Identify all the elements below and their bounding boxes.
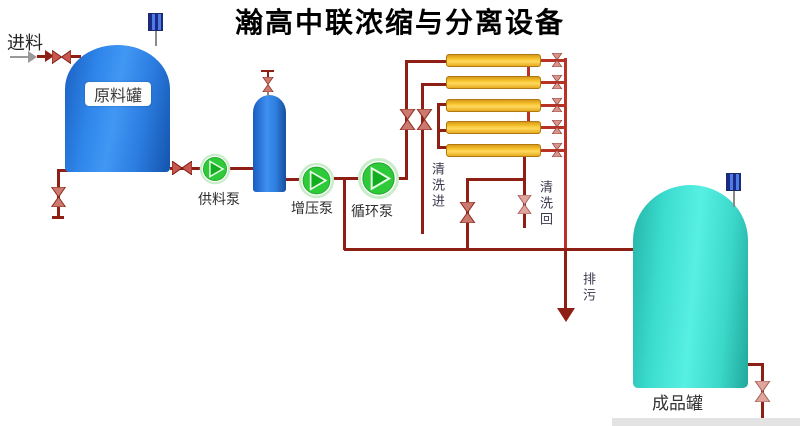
vessel-vent-valve-icon [262, 76, 274, 93]
membrane-module [446, 144, 541, 157]
pipe-segment [52, 216, 64, 219]
buffer-vessel [253, 95, 286, 192]
pipe-segment [397, 177, 408, 180]
permeate-valve-icon [551, 97, 563, 113]
drain-label: 排污 [580, 272, 595, 304]
pipe-segment [527, 60, 530, 86]
pipe-segment [333, 177, 359, 180]
pipe-segment [405, 60, 447, 63]
pipe-segment [541, 59, 566, 62]
membrane-inlet-valve-icon [399, 108, 416, 131]
cleaning-return-label: 清洗回 [537, 180, 552, 228]
cleaning-return-valve-icon [516, 194, 533, 215]
raw-tank-vent-icon [148, 13, 163, 31]
pipe-segment [343, 179, 346, 250]
level-gauge-stem [155, 30, 157, 46]
permeate-valve-icon [551, 142, 563, 158]
circulation-pump-label: 循环泵 [351, 204, 393, 220]
pipe-segment [37, 55, 46, 58]
pipe-segment [437, 146, 449, 149]
level-gauge-stem [733, 191, 735, 207]
feed-arrow-icon [28, 51, 37, 63]
raw-material-tank [65, 45, 170, 172]
pipe-segment [527, 104, 530, 131]
cleaning-inlet-label: 清洗进 [429, 162, 444, 210]
pipe-segment [261, 70, 274, 72]
feed-valve-icon [51, 49, 72, 65]
feed-label: 进料 [7, 33, 43, 54]
drain-arrow-icon [557, 308, 575, 322]
pipe-segment [541, 149, 566, 152]
membrane-module [446, 121, 541, 134]
product-outlet-valve-icon [754, 380, 771, 403]
product-tank-vent-icon [726, 173, 741, 191]
raw-tank-label: 原料罐 [85, 82, 151, 106]
concentrate-return-valve-icon [459, 201, 476, 224]
pipe-segment [421, 83, 424, 234]
circulation-pump-icon [357, 157, 400, 200]
feed-pump-label: 供料泵 [198, 192, 240, 208]
pipe-segment [746, 363, 764, 366]
pipe-segment [286, 178, 302, 181]
booster-pump-label: 增压泵 [291, 201, 333, 217]
pipe-segment [69, 55, 81, 58]
permeate-valve-icon [551, 74, 563, 90]
raw-tank-drain-valve-icon [50, 186, 67, 208]
bottom-strip [612, 418, 800, 426]
product-tank [633, 185, 748, 388]
product-tank-label: 成品罐 [652, 394, 703, 414]
pipe-segment [421, 83, 449, 86]
vent-stem [267, 91, 269, 96]
permeate-valve-icon [551, 119, 563, 135]
pipe-segment [466, 178, 526, 181]
pipe-segment [10, 56, 29, 58]
pipe-segment [523, 150, 526, 180]
cleaning-inlet-valve-icon [416, 108, 433, 131]
pipe-segment [541, 81, 566, 84]
pipe-segment [267, 72, 269, 78]
pipe-segment [344, 248, 640, 251]
feed-arrow-icon [45, 50, 54, 62]
pipe-segment [564, 251, 567, 310]
membrane-module [446, 99, 541, 112]
pipe-segment [541, 126, 566, 129]
permeate-manifold-pipe [564, 58, 567, 252]
feed-pump-icon [199, 153, 231, 185]
feed-pump-inlet-valve-icon [171, 160, 193, 176]
pipe-segment [437, 103, 449, 106]
diagram-title: 瀚高中联浓缩与分离设备 [234, 6, 565, 39]
pipe-segment [57, 169, 69, 172]
permeate-valve-icon [551, 52, 563, 68]
pipe-segment [541, 104, 566, 107]
booster-pump-icon [298, 162, 335, 199]
pipe-segment [437, 103, 440, 149]
membrane-module [446, 54, 541, 67]
membrane-module [446, 76, 541, 89]
